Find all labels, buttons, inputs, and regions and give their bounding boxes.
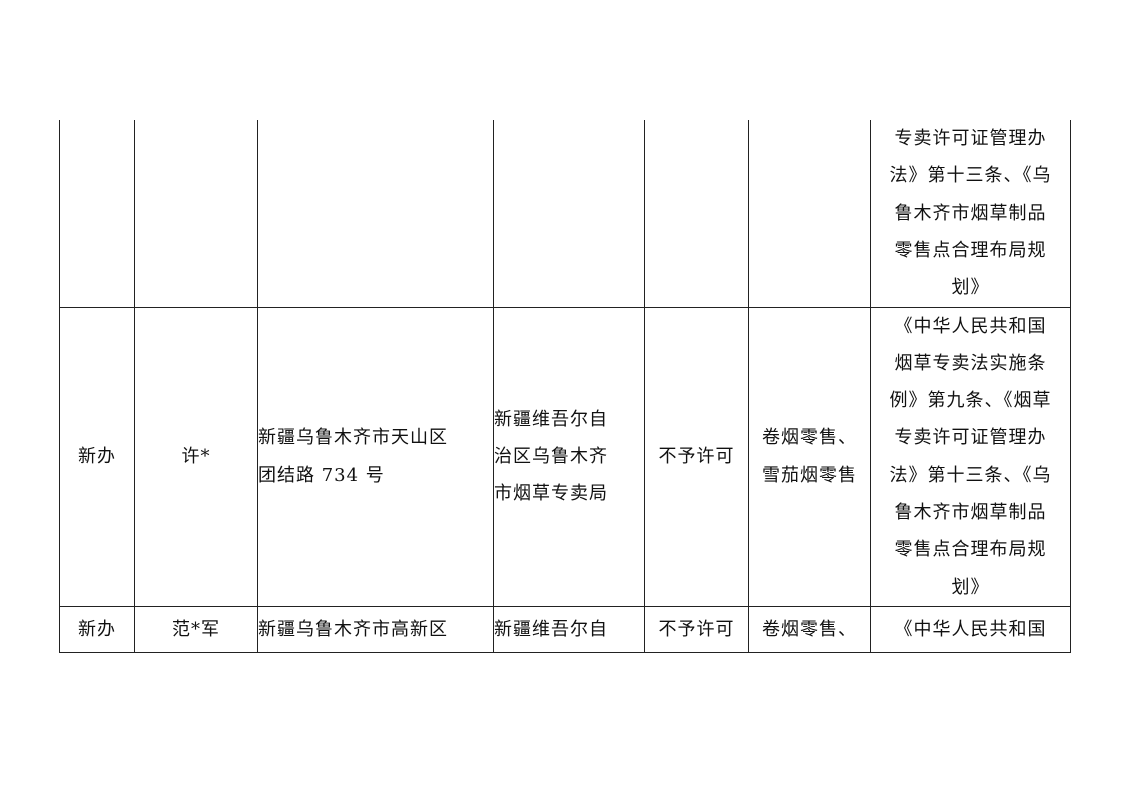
- basis-line: 零售点合理布局规: [894, 239, 1047, 261]
- authority-line: 新疆维吾尔自: [494, 408, 608, 430]
- table-row: 新办 范*军 新疆乌鲁木齐市高新区 新疆维吾尔自 不予许可 卷烟零售、 《中华人…: [59, 605, 1071, 653]
- cell-name: 范*军: [134, 605, 258, 653]
- table-row: 新办 许* 新疆乌鲁木齐市天山区 团结路 734 号 新疆维吾尔自 治区乌鲁木齐…: [59, 306, 1071, 607]
- cell-type: 新办: [59, 306, 135, 607]
- basis-line: 《中华人民共和国: [894, 618, 1047, 640]
- basis-line: 《中华人民共和国: [894, 315, 1047, 337]
- cell-address: 新疆乌鲁木齐市高新区: [257, 605, 494, 653]
- basis-line: 鲁木齐市烟草制品: [894, 501, 1047, 523]
- table-row: 专卖许可证管理办 法》第十三条、《乌 鲁木齐市烟草制品 零售点合理布局规 划》: [59, 120, 1071, 308]
- basis-line: 法》第十三条、《乌: [889, 464, 1052, 486]
- cell-basis: 《中华人民共和国 烟草专卖法实施条 例》第九条、《烟草 专卖许可证管理办 法》第…: [870, 306, 1071, 607]
- cell-type: [59, 120, 135, 308]
- cell-result: 不予许可: [644, 605, 749, 653]
- cell-authority: [493, 120, 645, 308]
- authority-line: 市烟草专卖局: [494, 483, 608, 505]
- cell-name: [134, 120, 258, 308]
- scope-line: 卷烟零售、: [762, 427, 857, 449]
- address-line: 新疆乌鲁木齐市高新区: [258, 618, 448, 640]
- basis-line: 专卖许可证管理办: [894, 427, 1047, 449]
- authority-line: 治区乌鲁木齐: [494, 446, 608, 468]
- cell-result: 不予许可: [644, 306, 749, 607]
- basis-line: 零售点合理布局规: [894, 539, 1047, 561]
- cell-authority: 新疆维吾尔自 治区乌鲁木齐 市烟草专卖局: [493, 306, 645, 607]
- address-line: 团结路 734 号: [258, 464, 385, 486]
- basis-line: 法》第十三条、《乌: [889, 165, 1052, 187]
- basis-line: 划》: [951, 277, 990, 299]
- authority-line: 新疆维吾尔自: [494, 618, 608, 640]
- scope-line: 雪茄烟零售: [762, 464, 857, 486]
- cell-type: 新办: [59, 605, 135, 653]
- basis-line: 专卖许可证管理办: [894, 128, 1047, 149]
- cell-basis: 《中华人民共和国: [870, 605, 1071, 653]
- basis-line: 烟草专卖法实施条: [894, 352, 1047, 374]
- cell-scope: 卷烟零售、: [748, 605, 871, 653]
- cell-authority: 新疆维吾尔自: [493, 605, 645, 653]
- basis-line: 鲁木齐市烟草制品: [894, 202, 1047, 224]
- cell-address: [257, 120, 494, 308]
- cell-address: 新疆乌鲁木齐市天山区 团结路 734 号: [257, 306, 494, 607]
- decision-table: 专卖许可证管理办 法》第十三条、《乌 鲁木齐市烟草制品 零售点合理布局规 划》 …: [59, 120, 1071, 653]
- basis-line: 例》第九条、《烟草: [889, 390, 1052, 412]
- cell-scope: [748, 120, 871, 308]
- cell-basis: 专卖许可证管理办 法》第十三条、《乌 鲁木齐市烟草制品 零售点合理布局规 划》: [870, 120, 1071, 308]
- address-line: 新疆乌鲁木齐市天山区: [258, 427, 448, 449]
- basis-line: 划》: [951, 576, 990, 598]
- cell-scope: 卷烟零售、 雪茄烟零售: [748, 306, 871, 607]
- cell-result: [644, 120, 749, 308]
- scope-line: 卷烟零售、: [762, 618, 857, 640]
- cell-name: 许*: [134, 306, 258, 607]
